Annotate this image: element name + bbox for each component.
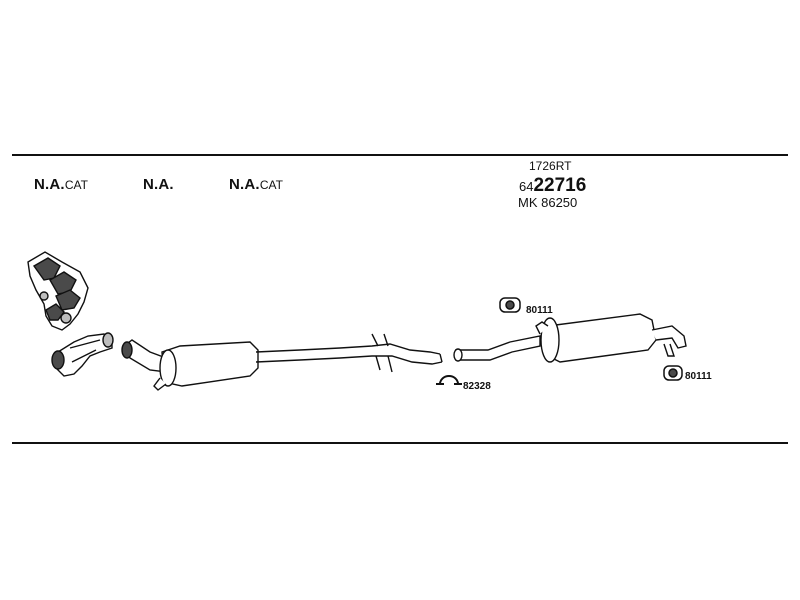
rubber-mount-lower-label: 80111 [685,371,712,382]
header-label-group-1: N.A.CAT [34,177,88,193]
intermediate-pipe [255,333,443,373]
part-number-prefix: 64 [519,179,534,194]
clamp-icon [436,375,462,385]
part-number: 6422716 [519,176,586,195]
rubber-mount-icon [663,365,683,381]
catalytic-converter [121,339,259,391]
rubber-mount-icon [499,297,521,313]
top-divider-line [12,154,788,156]
na-label: N.A. [229,176,260,193]
rubber-mount-upper-label: 80111 [526,305,553,316]
cat-suffix: CAT [259,178,283,192]
bottom-divider-line [12,442,788,444]
header-label-group-3: N.A.CAT [229,177,283,193]
reference-code: 1726RT [529,159,572,173]
exhaust-manifold [27,251,89,331]
rear-silencer [453,313,687,363]
na-label: N.A. [34,176,65,193]
part-number-main: 22716 [533,175,587,196]
clamp-label: 82328 [463,381,491,392]
cat-suffix: CAT [64,178,88,192]
na-label: N.A. [143,176,174,193]
header-label-group-2: N.A. [143,177,174,193]
down-pipe [51,332,114,377]
mk-number: MK 86250 [518,195,578,210]
